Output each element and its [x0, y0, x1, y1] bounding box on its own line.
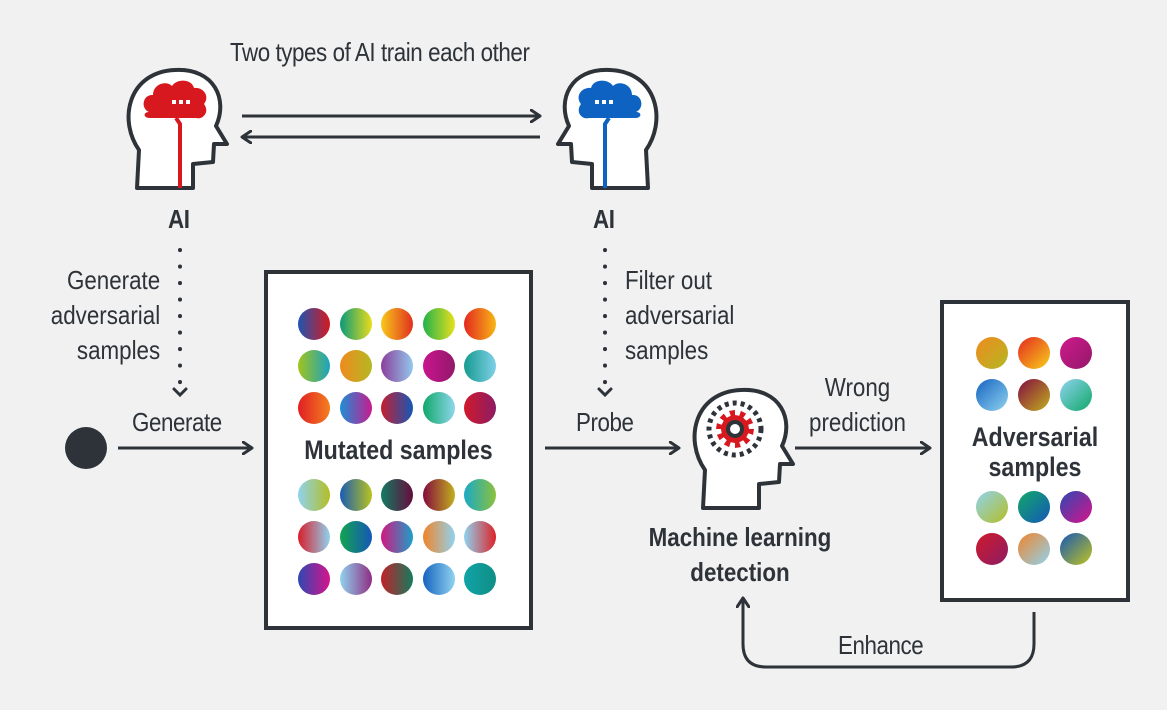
sample-dot: [381, 350, 413, 382]
gear-icon: [716, 410, 754, 448]
sample-dot: [298, 350, 330, 382]
sample-dot: [976, 379, 1008, 411]
sample-dot: [381, 308, 413, 340]
sample-dot: [1060, 337, 1092, 369]
label-filter-out: Filter out adversarial samples: [625, 263, 752, 368]
start-node: [65, 427, 107, 469]
sample-dot: [464, 479, 496, 511]
sample-dot: [464, 521, 496, 553]
label-generate: Generate: [132, 407, 222, 437]
dotted-arrow-filter-out: [597, 248, 613, 398]
label-line: Wrong: [824, 372, 891, 402]
sample-dot: [422, 521, 455, 553]
sample-dot: [1018, 379, 1050, 411]
sample-dot: [381, 479, 413, 511]
arrow-enhance-loop: [743, 598, 1036, 669]
sample-dot: [464, 308, 496, 340]
sample-dot: [464, 350, 496, 382]
label-enhance: Enhance: [838, 630, 924, 660]
adversarial-samples-box: Adversarial samples: [940, 300, 1130, 602]
label-line: prediction: [809, 407, 906, 437]
ai-right-label: AI: [593, 204, 615, 234]
sample-dot: [422, 479, 455, 511]
label-line: adversarial: [625, 300, 735, 330]
ml-detection-label: Machine learning detection: [620, 520, 860, 590]
label-line: Filter out: [625, 265, 712, 295]
sample-dot: [298, 479, 330, 511]
ai-left-label: AI: [168, 204, 190, 234]
diagram-title: Two types of AI train each other: [230, 37, 530, 67]
label-line: Adversarial: [971, 422, 1099, 452]
sample-dot: [339, 392, 372, 424]
sample-dot: [381, 521, 413, 553]
label-generate-adversarial: Generate adversarial samples: [33, 263, 160, 368]
brain-cloud-icon: [578, 80, 642, 188]
sample-dot: [422, 350, 455, 382]
sample-dot: [1060, 491, 1092, 523]
sample-dot: [381, 392, 413, 424]
sample-dot: [464, 392, 496, 424]
gear-hole: [730, 424, 740, 434]
label-line: samples: [988, 452, 1082, 482]
sample-dot: [976, 491, 1008, 523]
label-probe: Probe: [576, 407, 634, 437]
sample-dot: [339, 479, 372, 511]
ai-right-head-icon: [556, 67, 659, 190]
label-line: Machine learning: [648, 522, 832, 552]
label-line: samples: [625, 335, 709, 365]
sample-dot: [339, 521, 372, 553]
sample-dot: [976, 533, 1008, 565]
sample-dot: [1060, 533, 1092, 565]
sample-dot: [298, 563, 330, 595]
sample-dot: [1018, 491, 1050, 523]
ml-detection-head-icon: [692, 387, 795, 510]
ai-left-head-icon: [126, 67, 229, 190]
sample-dot: [298, 521, 330, 553]
mutated-samples-label: Mutated samples: [304, 435, 493, 465]
label-line: Generate: [66, 265, 160, 295]
brain-cloud-icon: [143, 80, 207, 188]
label-line: adversarial: [50, 300, 160, 330]
label-wrong-prediction: Wrong prediction: [800, 370, 915, 440]
sample-dot: [422, 392, 455, 424]
mutated-samples-box: Mutated samples: [264, 270, 533, 630]
sample-dot: [1018, 533, 1050, 565]
dotted-arrow-generate-adversarial: [172, 248, 188, 398]
sample-dot: [381, 563, 413, 595]
sample-dot: [339, 563, 372, 595]
sample-dot: [298, 308, 330, 340]
sample-dot: [339, 350, 372, 382]
sample-dot: [339, 308, 372, 340]
sample-dot: [976, 337, 1008, 369]
sample-dot: [1060, 379, 1092, 411]
sample-dot: [422, 308, 455, 340]
sample-dot: [464, 563, 496, 595]
label-line: detection: [690, 557, 790, 587]
sample-dot: [298, 392, 330, 424]
sample-dot: [422, 563, 455, 595]
sample-dot: [1018, 337, 1050, 369]
label-line: samples: [76, 335, 160, 365]
adversarial-samples-label: Adversarial samples: [957, 422, 1114, 482]
